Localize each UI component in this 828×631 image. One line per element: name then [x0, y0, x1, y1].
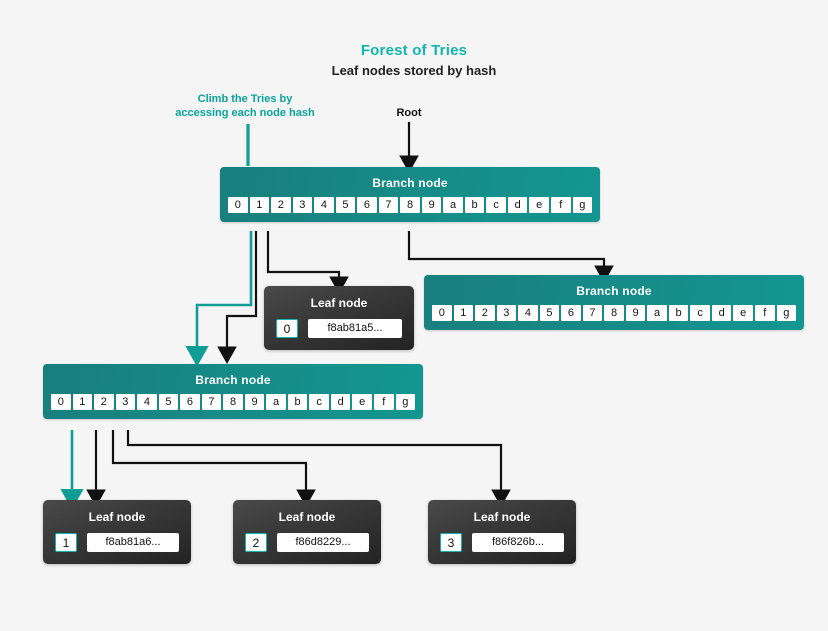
wire-root-8-to-right-branch — [407, 231, 614, 283]
branch-root-cell-c[interactable]: c — [486, 197, 506, 213]
leaf-node-3-index: 3 — [440, 533, 462, 552]
branch-right-cell-d[interactable]: d — [711, 305, 732, 321]
branch-left-cell-c[interactable]: c — [309, 394, 329, 410]
leaf-node-0[interactable]: Leaf node 0 f8ab81a5... — [264, 286, 414, 350]
branch-right-cell-g[interactable]: g — [776, 305, 797, 321]
branch-left-cell-f[interactable]: f — [373, 394, 394, 410]
branch-root-cell-e[interactable]: e — [529, 197, 549, 213]
wire-root-0-to-left-branch-teal — [185, 231, 253, 367]
leaf-node-2-label: Leaf node — [278, 510, 336, 524]
root-annotation: Root — [396, 107, 422, 119]
branch-left-cell-1[interactable]: 1 — [72, 394, 93, 410]
climb-annotation-line2: accessing each node hash — [175, 107, 315, 119]
branch-root-cell-8[interactable]: 8 — [400, 197, 420, 213]
leaf-node-3[interactable]: Leaf node 3 f86f826b... — [428, 500, 576, 564]
branch-left-cell-7[interactable]: 7 — [201, 394, 222, 410]
leaf-node-1[interactable]: Leaf node 1 f8ab81a6... — [43, 500, 191, 564]
branch-right-cell-6[interactable]: 6 — [561, 305, 581, 321]
branch-right-cell-9[interactable]: 9 — [625, 305, 646, 321]
branch-root-cell-7[interactable]: 7 — [378, 197, 399, 213]
branch-left-cell-4[interactable]: 4 — [137, 394, 157, 410]
leaf-node-2-row: 2 f86d8229... — [233, 533, 381, 564]
wire-root-0-to-left-branch — [217, 231, 258, 364]
branch-root-cell-9[interactable]: 9 — [421, 197, 442, 213]
branch-root-cell-5[interactable]: 5 — [335, 197, 356, 213]
branch-right-cell-f[interactable]: f — [754, 305, 775, 321]
leaf-node-1-hash: f8ab81a6... — [87, 533, 179, 552]
branch-right-cell-2[interactable]: 2 — [475, 305, 495, 321]
leaf-node-0-label: Leaf node — [310, 296, 368, 310]
branch-node-root-label: Branch node — [372, 176, 448, 190]
branch-root-cell-f[interactable]: f — [550, 197, 571, 213]
branch-left-cell-0[interactable]: 0 — [51, 394, 71, 410]
branch-right-cell-8[interactable]: 8 — [604, 305, 624, 321]
leaf-node-3-row: 3 f86f826b... — [428, 533, 576, 564]
branch-left-cell-g[interactable]: g — [395, 394, 416, 410]
branch-right-cell-3[interactable]: 3 — [496, 305, 517, 321]
branch-root-cell-d[interactable]: d — [507, 197, 528, 213]
climb-annotation: Climb the Tries by accessing each node h… — [150, 92, 340, 120]
branch-left-cell-2[interactable]: 2 — [94, 394, 114, 410]
leaf-node-0-row: 0 f8ab81a5... — [264, 319, 414, 350]
branch-root-cell-1[interactable]: 1 — [249, 197, 270, 213]
leaf-node-2-index: 2 — [245, 533, 267, 552]
page-subtitle: Leaf nodes stored by hash — [331, 63, 497, 78]
leaf-node-1-index: 1 — [55, 533, 77, 552]
branch-right-cell-a[interactable]: a — [647, 305, 667, 321]
leaf-node-1-label: Leaf node — [88, 510, 146, 524]
wire-left-2-to-leaf2 — [111, 430, 316, 507]
leaf-node-2[interactable]: Leaf node 2 f86d8229... — [233, 500, 381, 564]
branch-right-cell-5[interactable]: 5 — [539, 305, 560, 321]
branch-root-cell-6[interactable]: 6 — [357, 197, 377, 213]
leaf-node-1-row: 1 f8ab81a6... — [43, 533, 191, 564]
branch-right-cell-1[interactable]: 1 — [453, 305, 474, 321]
page-title: Forest of Tries — [360, 42, 468, 59]
branch-root-cell-2[interactable]: 2 — [271, 197, 291, 213]
climb-annotation-line1: Climb the Tries by — [197, 93, 293, 105]
branch-node-right-label: Branch node — [576, 284, 652, 298]
branch-left-cell-9[interactable]: 9 — [244, 394, 265, 410]
leaf-node-3-hash: f86f826b... — [472, 533, 564, 552]
branch-root-cell-3[interactable]: 3 — [292, 197, 313, 213]
branch-left-cell-8[interactable]: 8 — [223, 394, 243, 410]
branch-left-cell-e[interactable]: e — [352, 394, 372, 410]
branch-right-cell-e[interactable]: e — [733, 305, 753, 321]
branch-node-left-label: Branch node — [195, 373, 271, 387]
leaf-node-0-index: 0 — [276, 319, 298, 338]
leaf-node-0-hash: f8ab81a5... — [308, 319, 402, 338]
branch-root-cell-0[interactable]: 0 — [228, 197, 248, 213]
branch-root-cell-g[interactable]: g — [572, 197, 593, 213]
branch-right-cell-c[interactable]: c — [690, 305, 710, 321]
branch-left-cell-d[interactable]: d — [330, 394, 351, 410]
branch-root-cell-4[interactable]: 4 — [314, 197, 334, 213]
branch-right-cell-4[interactable]: 4 — [518, 305, 538, 321]
branch-right-cell-b[interactable]: b — [668, 305, 689, 321]
leaf-node-3-label: Leaf node — [473, 510, 531, 524]
branch-left-cell-5[interactable]: 5 — [158, 394, 179, 410]
branch-left-cell-b[interactable]: b — [287, 394, 308, 410]
branch-right-cell-0[interactable]: 0 — [432, 305, 452, 321]
branch-left-cell-a[interactable]: a — [266, 394, 286, 410]
branch-root-cell-a[interactable]: a — [443, 197, 463, 213]
branch-left-cell-6[interactable]: 6 — [180, 394, 200, 410]
wire-left-3-to-leaf3 — [126, 430, 511, 507]
wire-root-1-to-leaf-top — [266, 231, 349, 294]
leaf-node-2-hash: f86d8229... — [277, 533, 369, 552]
branch-right-cell-7[interactable]: 7 — [582, 305, 603, 321]
branch-left-cell-3[interactable]: 3 — [115, 394, 136, 410]
branch-root-cell-b[interactable]: b — [464, 197, 485, 213]
